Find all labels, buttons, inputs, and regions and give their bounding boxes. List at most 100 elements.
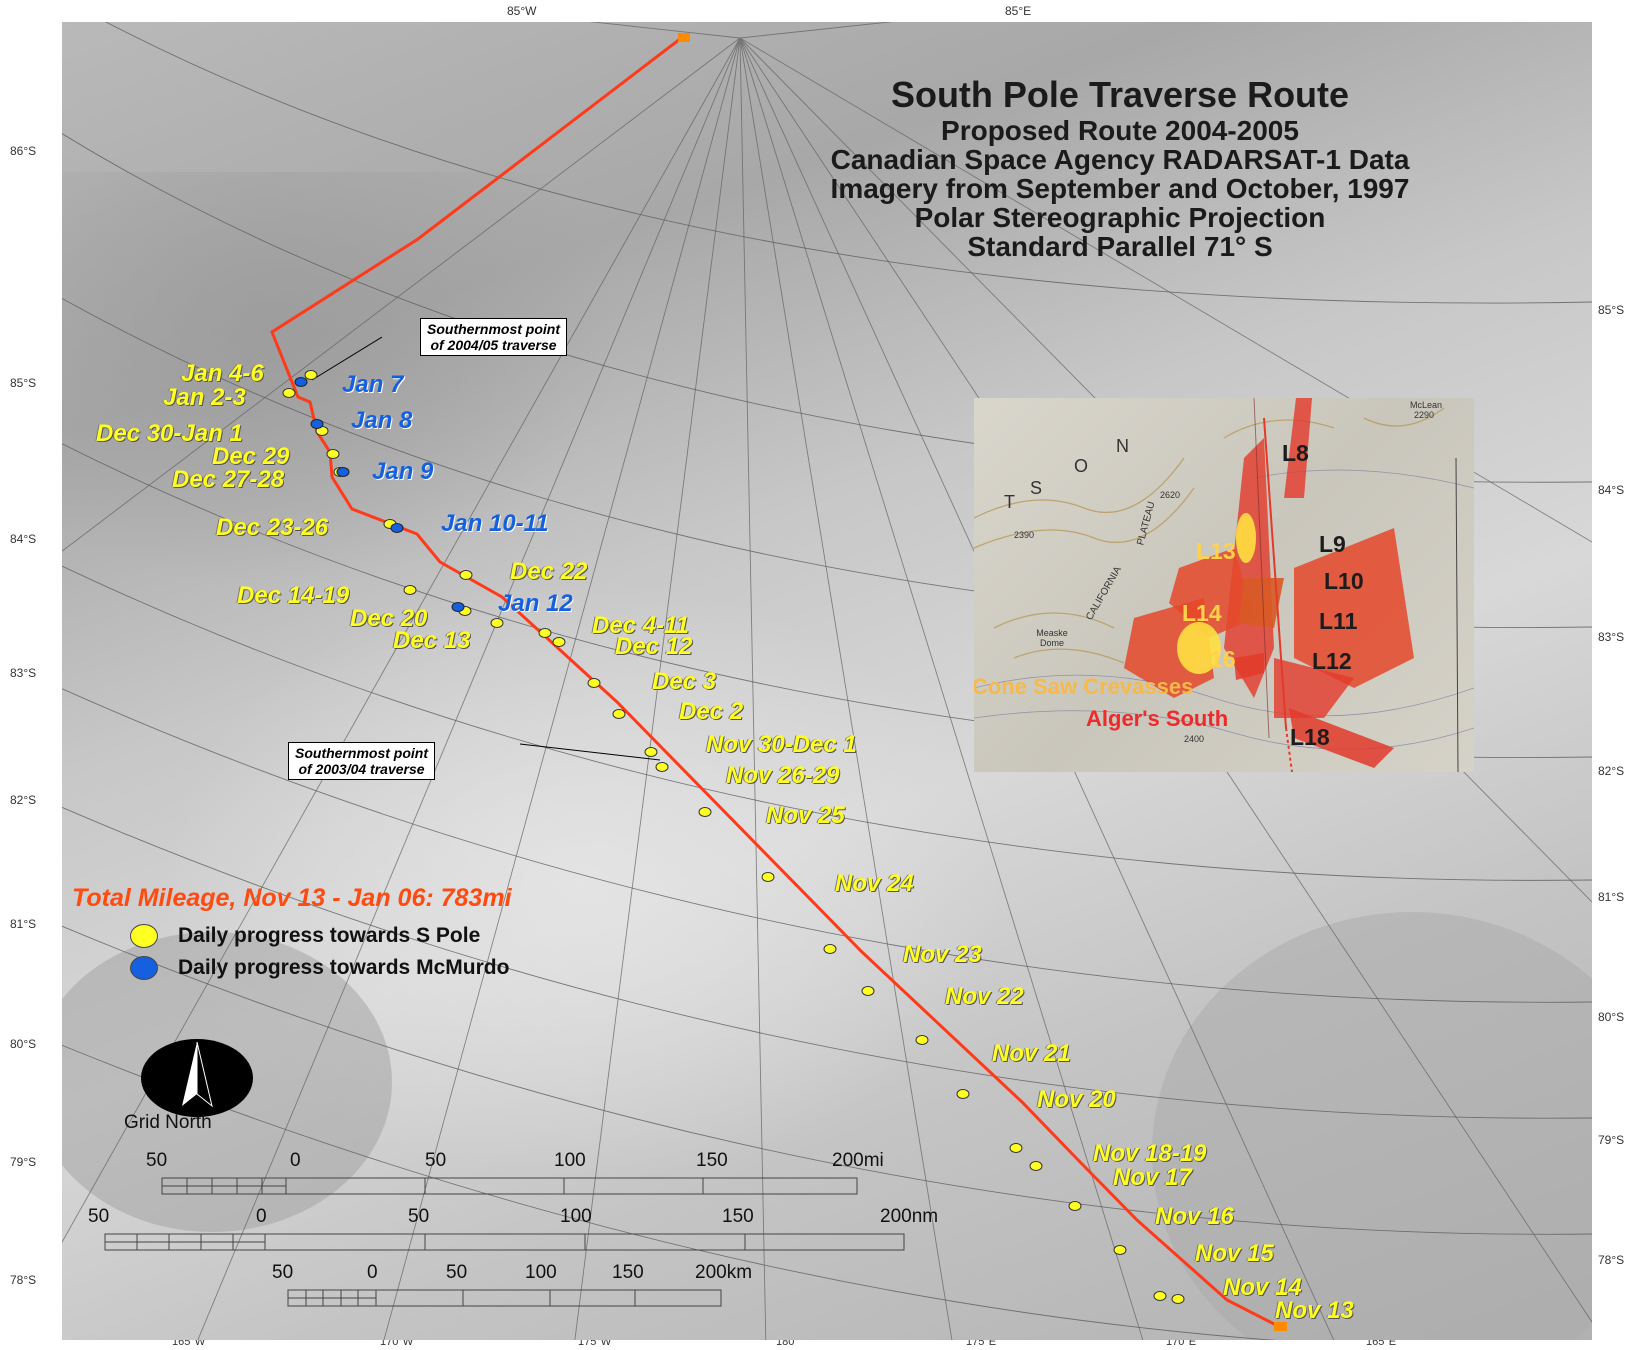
day-label: Nov 20: [1037, 1086, 1116, 1113]
pole-progress-dot: [612, 709, 626, 719]
subtitle-line: Proposed Route 2004-2005: [941, 115, 1299, 146]
pole-progress-dot: [538, 628, 552, 638]
day-label: Dec 3: [652, 668, 717, 695]
callout-2003-04: Southernmost point of 2003/04 traverse: [288, 742, 435, 780]
day-label: Dec 23-26: [216, 514, 329, 541]
south-pole-marker: [678, 33, 690, 42]
map-text: 2290: [1414, 410, 1435, 420]
scale-km-label: 50: [272, 1262, 294, 1283]
day-label: Dec 20: [350, 605, 428, 632]
daily-progress-dots: [282, 370, 1185, 1304]
return-day-label: Jan 10-11: [441, 510, 549, 537]
right-latitude-label: 79°S: [1598, 1133, 1625, 1147]
callout-line: of 2003/04 traverse: [298, 761, 425, 777]
day-label: Nov 22: [945, 983, 1024, 1010]
mcmurdo-progress-dot: [294, 377, 308, 387]
callout-line: Southernmost point: [295, 745, 428, 761]
subtitle-line: Polar Stereographic Projection: [914, 202, 1326, 233]
map-text: O: [1074, 456, 1089, 476]
pole-progress-dot: [823, 944, 837, 954]
mcmurdo-progress-dot: [451, 602, 465, 612]
scale-km-label: 200km: [695, 1262, 753, 1283]
right-latitude-label: 78°S: [1598, 1253, 1625, 1267]
callout-line: of 2004/05 traverse: [430, 337, 557, 353]
inset-drawing: [974, 398, 1474, 772]
legend-yellow-dot: [130, 924, 158, 948]
legend-blue-dot: [130, 956, 158, 980]
day-label: Nov 21: [992, 1040, 1071, 1067]
pole-progress-dot: [282, 388, 296, 398]
pole-progress-dot: [1153, 1291, 1167, 1301]
total-mileage: Total Mileage, Nov 13 - Jan 06: 783mi: [72, 884, 512, 912]
day-label: Nov 25: [766, 802, 845, 829]
map-text: 2620: [1160, 490, 1181, 500]
callout-leader-2003: [519, 743, 661, 761]
day-label: Nov 23: [903, 941, 982, 968]
scale-nm-label: 50: [88, 1206, 110, 1227]
return-day-label: Jan 9: [372, 458, 434, 485]
left-latitude-label: 79°S: [10, 1155, 37, 1169]
pole-progress-dot: [698, 807, 712, 817]
scale-bars: [104, 1177, 905, 1307]
pole-progress-dot: [587, 678, 601, 688]
scale-nm-label: 50: [408, 1206, 430, 1227]
map-graticule: [62, 22, 1592, 1340]
map-text: 2400: [1184, 734, 1205, 744]
grid-north-label: Grid North: [124, 1112, 212, 1133]
mcmurdo-marker: [1274, 1322, 1287, 1331]
area-label-cone-saw: Cone Saw Crevasses: [974, 674, 1194, 699]
pole-progress-dot: [956, 1089, 970, 1099]
day-label: Dec 14-19: [237, 582, 350, 609]
day-label: Jan 2-3: [163, 384, 246, 411]
title-block: South Pole Traverse Route Proposed Route…: [640, 74, 1600, 261]
right-latitude-label: 83°S: [1598, 630, 1625, 644]
subtitle-line: Imagery from September and October, 1997: [830, 173, 1410, 204]
subtitle-line: Canadian Space Agency RADARSAT-1 Data: [830, 144, 1410, 175]
lane-label: L11: [1319, 608, 1358, 634]
map-text: Measke Dome: [1036, 628, 1068, 648]
scale-nm-label: 200nm: [880, 1206, 939, 1227]
pole-progress-dot: [490, 618, 504, 628]
legend-mcmurdo: Daily progress towards McMurdo: [130, 954, 509, 982]
pole-progress-dot: [1068, 1201, 1082, 1211]
scale-mi-label: 100: [554, 1150, 586, 1171]
day-label: Nov 18-19: [1093, 1140, 1207, 1167]
mcmurdo-progress-dot: [390, 523, 404, 533]
left-latitude-label: 85°S: [10, 376, 37, 390]
day-label: Nov 14: [1223, 1274, 1302, 1301]
right-latitude-label: 80°S: [1598, 1010, 1625, 1024]
scale-km-label: 100: [525, 1262, 557, 1283]
scale-nm-label: 150: [722, 1206, 754, 1227]
pole-progress-dot: [1009, 1143, 1023, 1153]
day-label: Dec 13: [393, 627, 471, 654]
subtitle-line: Standard Parallel 71° S: [967, 231, 1273, 262]
pole-progress-dot: [459, 570, 473, 580]
top-longitude-label: 85°W: [507, 4, 537, 18]
day-label: Nov 13: [1275, 1297, 1354, 1324]
day-label: Jan 4-6: [181, 360, 264, 387]
lane-label: L12: [1312, 648, 1352, 674]
day-label: Dec 27-28: [172, 466, 285, 493]
map-text: 2390: [1014, 530, 1035, 540]
left-latitude-label: 80°S: [10, 1037, 37, 1051]
return-day-label: Jan 8: [351, 407, 413, 434]
pole-progress-dot: [552, 637, 566, 647]
day-label: Nov 16: [1155, 1203, 1234, 1230]
pole-progress-dot: [1113, 1245, 1127, 1255]
legend-mcmurdo-label: Daily progress towards McMurdo: [178, 956, 510, 979]
lane-label: L10: [1324, 568, 1364, 594]
day-label: Dec 29: [212, 443, 290, 470]
pole-progress-dot: [761, 872, 775, 882]
day-label: Dec 2: [679, 698, 744, 725]
mcmurdo-progress-dot: [310, 419, 324, 429]
lane-label: L8: [1282, 440, 1309, 466]
left-latitude-label: 84°S: [10, 532, 37, 546]
pole-progress-dot: [403, 585, 417, 595]
day-label: Dec 12: [615, 633, 693, 660]
left-latitude-label: 81°S: [10, 917, 37, 931]
lane-label: L16: [1196, 646, 1236, 672]
day-label: Nov 24: [835, 870, 914, 897]
pole-progress-dot: [861, 986, 875, 996]
inset-crevasse-map: L8 L9 L10 L11 L12 L18 L13 L14 L16 Cone S…: [974, 398, 1474, 772]
